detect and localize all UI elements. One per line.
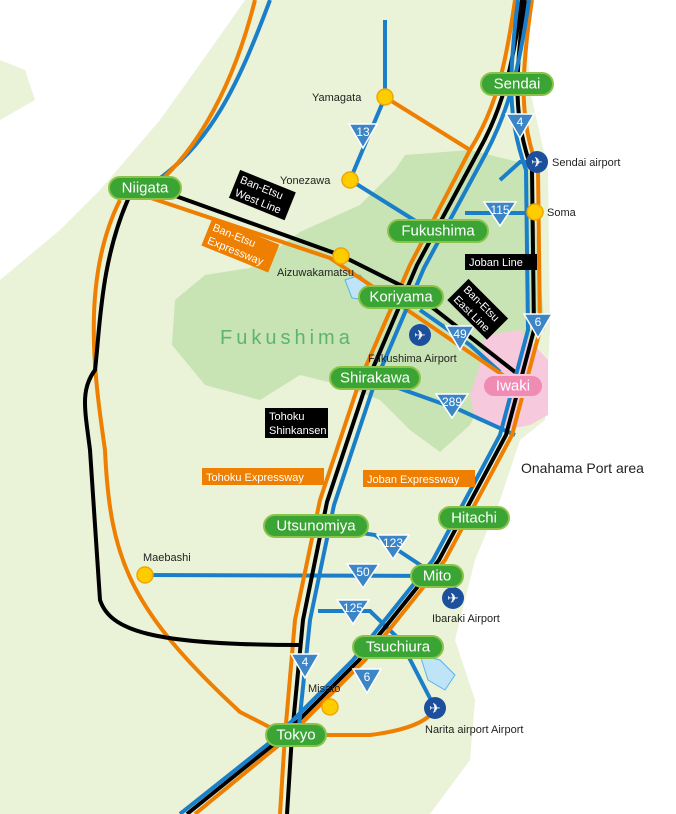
city-utsunomiya: Utsunomiya — [263, 514, 369, 538]
svg-text:289: 289 — [442, 395, 462, 409]
svg-text:Tohoku Expressway: Tohoku Expressway — [206, 472, 304, 484]
svg-text:125: 125 — [343, 601, 363, 615]
svg-text:Fukushima Airport: Fukushima Airport — [368, 353, 457, 365]
city-hitachi: Hitachi — [438, 506, 510, 530]
svg-text:Utsunomiya: Utsunomiya — [276, 518, 356, 535]
city-sendai: Sendai — [480, 72, 554, 96]
svg-text:Tsuchiura: Tsuchiura — [366, 639, 431, 656]
airplane-icon: ✈ — [414, 327, 426, 343]
town-maebashi: Maebashi — [136, 552, 191, 584]
route-4-shield: 4 — [289, 653, 321, 680]
route-49-shield: 49 — [444, 325, 476, 352]
svg-text:Tokyo: Tokyo — [276, 727, 315, 744]
svg-text:Fukushima: Fukushima — [401, 223, 475, 240]
airport-ibaraki: ✈ Ibaraki Airport — [432, 587, 500, 625]
svg-text:Niigata: Niigata — [122, 180, 169, 197]
expressways — [91, 0, 543, 814]
airplane-icon: ✈ — [429, 700, 441, 716]
city-niigata: Niigata — [108, 176, 182, 200]
svg-text:6: 6 — [364, 670, 371, 684]
svg-text:Yamagata: Yamagata — [312, 92, 362, 104]
route-4-shield: 4 — [504, 113, 536, 140]
svg-text:Hitachi: Hitachi — [451, 510, 497, 527]
route-13-shield: 13 — [347, 123, 379, 150]
joban-expressway-label: Joban Expressway — [363, 470, 475, 487]
joban-line-label: Joban Line — [465, 254, 537, 270]
svg-text:Koriyama: Koriyama — [369, 289, 433, 306]
svg-text:6: 6 — [535, 315, 542, 329]
svg-text:Tohoku: Tohoku — [269, 411, 304, 423]
route-125-shield: 125 — [335, 599, 371, 626]
airport-narita: ✈ Narita airport Airport — [424, 697, 523, 736]
svg-text:Narita airport Airport: Narita airport Airport — [425, 724, 523, 736]
town-yamagata: Yamagata — [312, 88, 394, 106]
svg-text:Joban Line: Joban Line — [469, 257, 523, 269]
svg-text:Yonezawa: Yonezawa — [280, 175, 331, 187]
port-label: Onahama Port area — [521, 460, 644, 476]
town-yonezawa: Yonezawa — [280, 171, 359, 189]
airplane-icon: ✈ — [531, 154, 543, 170]
svg-text:Shirakawa: Shirakawa — [340, 370, 411, 387]
airport-fukushima: ✈ Fukushima Airport — [368, 324, 457, 365]
svg-text:49: 49 — [453, 327, 467, 341]
svg-text:123: 123 — [383, 536, 403, 550]
svg-text:115: 115 — [490, 203, 509, 217]
svg-text:4: 4 — [517, 115, 524, 129]
svg-text:50: 50 — [356, 565, 370, 579]
route-50-shield: 50 — [345, 563, 381, 590]
route-115-shield: 115 — [482, 201, 518, 228]
city-tsuchiura: Tsuchiura — [352, 635, 444, 659]
svg-text:Sendai airport: Sendai airport — [552, 157, 621, 169]
town-misato: Misato — [308, 683, 340, 716]
route-6-shield: 6 — [522, 313, 554, 340]
airport-sendai: ✈ Sendai airport — [526, 151, 621, 173]
city-fukushima: Fukushima — [387, 219, 489, 243]
svg-text:Shinkansen: Shinkansen — [269, 425, 327, 437]
city-shirakawa: Shirakawa — [329, 366, 421, 390]
svg-text:Joban Expressway: Joban Expressway — [367, 474, 460, 486]
route-6-shield: 6 — [351, 668, 383, 695]
svg-text:Ibaraki Airport: Ibaraki Airport — [432, 613, 500, 625]
airplane-icon: ✈ — [447, 590, 459, 606]
town-soma: Soma — [526, 203, 577, 221]
svg-text:13: 13 — [356, 125, 370, 139]
tohoku-expressway-label: Tohoku Expressway — [202, 468, 324, 485]
route-123-shield: 123 — [375, 534, 411, 561]
svg-text:Maebashi: Maebashi — [143, 552, 191, 564]
svg-text:Misato: Misato — [308, 683, 340, 695]
svg-text:Aizuwakamatsu: Aizuwakamatsu — [277, 267, 354, 279]
svg-text:4: 4 — [302, 655, 309, 669]
svg-text:Sendai: Sendai — [494, 76, 541, 93]
city-iwaki: Iwaki — [482, 374, 544, 398]
city-mito: Mito — [410, 564, 464, 588]
city-koriyama: Koriyama — [358, 285, 444, 309]
city-tokyo: Tokyo — [265, 723, 327, 747]
region-label: Fukushima — [220, 327, 354, 349]
svg-text:Mito: Mito — [423, 568, 451, 585]
svg-text:Soma: Soma — [547, 207, 577, 219]
town-aizuwakamatsu: Aizuwakamatsu — [277, 247, 354, 279]
route-289-shield: 289 — [434, 393, 470, 420]
svg-text:Iwaki: Iwaki — [496, 378, 530, 395]
